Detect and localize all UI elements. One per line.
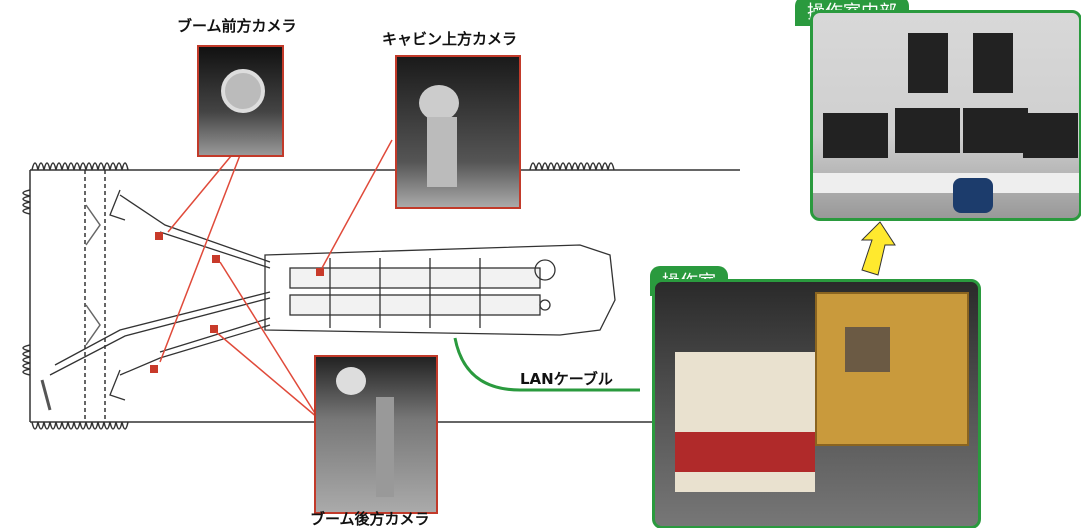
camera-marker: [150, 365, 158, 373]
camera-marker: [316, 268, 324, 276]
cabin-top-camera-label: キャビン上方カメラ: [382, 30, 518, 48]
camera-marker: [210, 325, 218, 333]
camera-marker: [212, 255, 220, 263]
boom-rear-camera-photo: [314, 355, 438, 514]
camera-marker: [155, 232, 163, 240]
lan-cable-label: LANケーブル: [520, 370, 613, 388]
pointer-lines: [159, 139, 393, 419]
pointer-line: [215, 331, 319, 419]
control-room-photo: [652, 279, 981, 528]
lan-cable-line: [453, 337, 640, 392]
pointer-line: [167, 149, 237, 233]
up-arrow-icon: [860, 221, 896, 276]
camera-lens-icon: [336, 367, 366, 395]
drill-jumbo-machine: [40, 189, 616, 411]
boom-front-camera-photo: [197, 45, 284, 157]
camera-markers: [150, 232, 324, 373]
camera-lens-icon: [221, 69, 265, 113]
pointer-line: [321, 139, 393, 269]
boom-front-camera-label: ブーム前方カメラ: [177, 17, 297, 35]
boom-rear-camera-label: ブーム後方カメラ: [310, 510, 430, 528]
cabin-top-camera-photo: [395, 55, 521, 209]
tunnel-outline: [22, 162, 740, 430]
control-room-interior-photo: [810, 10, 1081, 221]
pointer-line: [219, 261, 319, 419]
pointer-line: [159, 149, 243, 363]
camera-lens-icon: [419, 85, 459, 121]
